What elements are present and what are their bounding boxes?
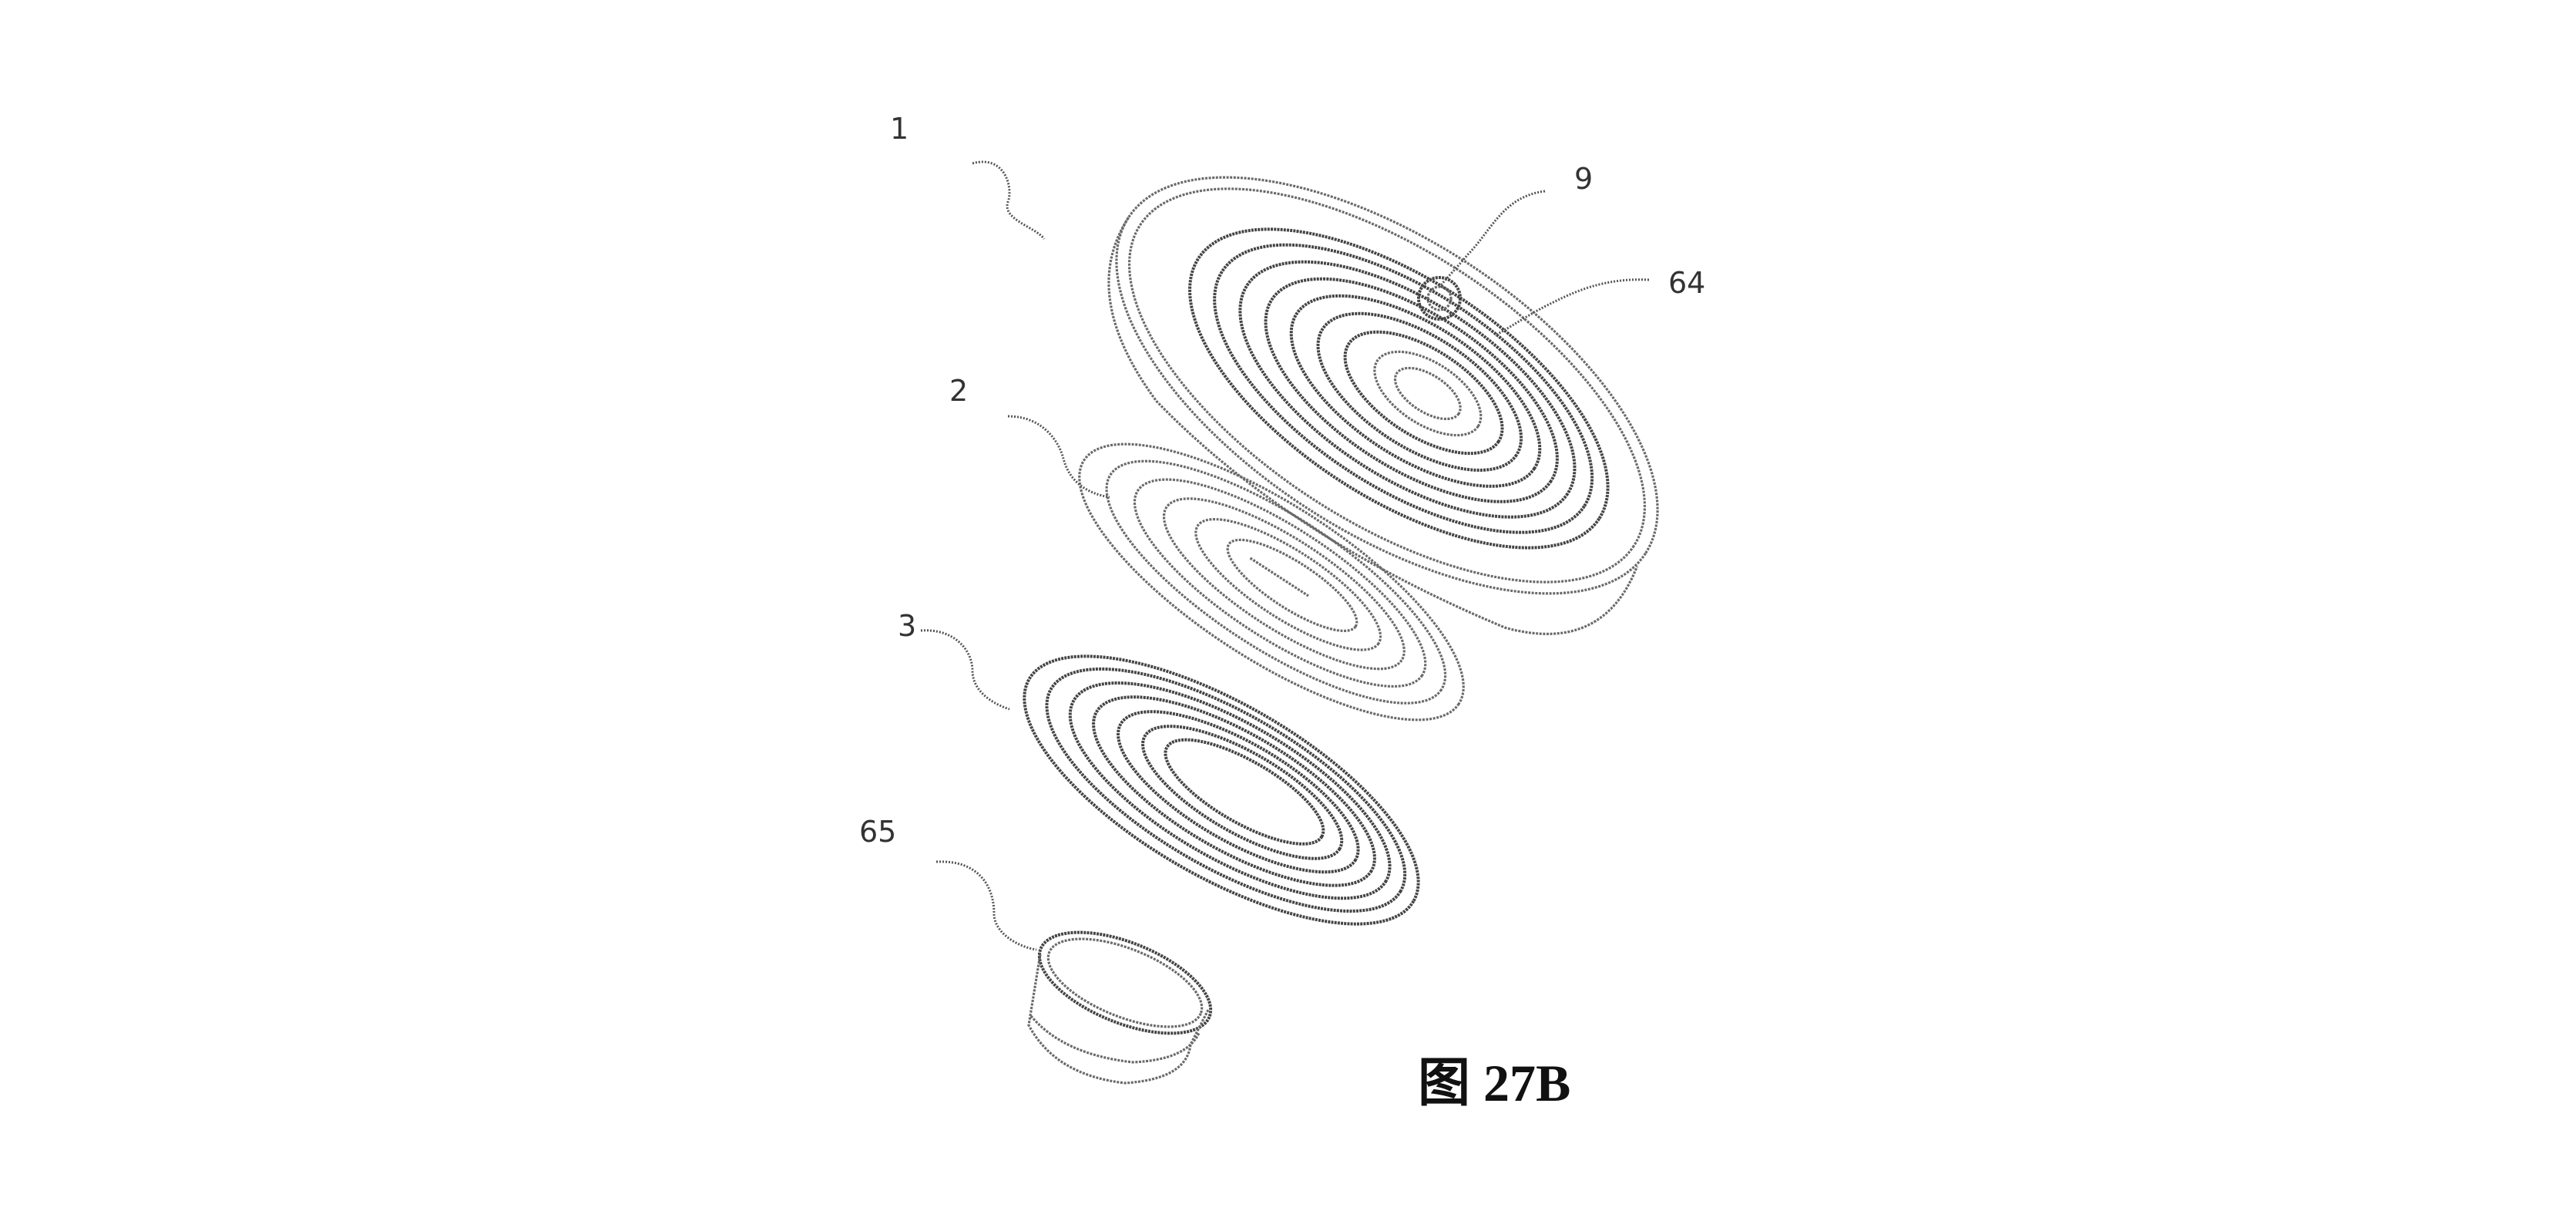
leader-line-65	[935, 860, 1037, 951]
cup	[1027, 930, 1213, 1085]
leader-line-2	[1007, 415, 1110, 499]
label-65: 65	[859, 815, 896, 849]
leader-line-9	[1439, 190, 1546, 286]
leader-line-1	[972, 160, 1046, 240]
label-3: 3	[898, 609, 916, 643]
label-2: 2	[949, 374, 968, 408]
label-64: 64	[1668, 266, 1705, 300]
housing-assembly	[1107, 176, 1659, 635]
leader-line-3	[920, 629, 1010, 711]
spiral-plate	[1078, 442, 1465, 722]
knob	[1417, 276, 1462, 321]
figure-caption: 图 27B	[1418, 1054, 1570, 1112]
label-1: 1	[890, 112, 908, 146]
leader-line-64	[1494, 278, 1650, 337]
label-9: 9	[1574, 162, 1593, 196]
spiral-element	[1023, 654, 1420, 926]
